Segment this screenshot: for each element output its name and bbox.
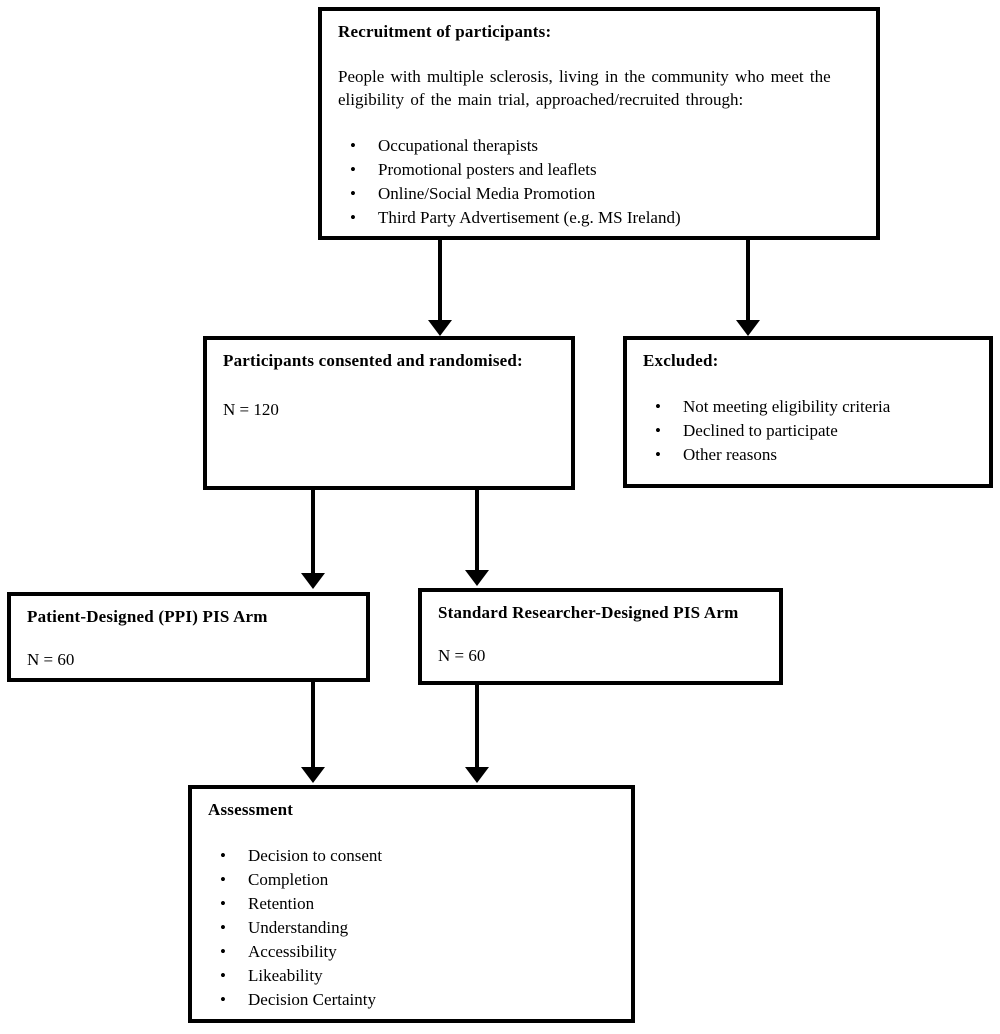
- ppi-arm-title: Patient-Designed (PPI) PIS Arm: [27, 607, 268, 626]
- excluded-title: Excluded:: [643, 351, 719, 370]
- recruitment-title: Recruitment of participants:: [338, 22, 552, 41]
- arrow-recruitment-to-consented: [428, 240, 452, 336]
- consented-box: Participants consented and randomised: N…: [203, 336, 575, 490]
- list-item: Decision to consent: [208, 844, 615, 867]
- list-item: Online/Social Media Promotion: [338, 182, 860, 205]
- arrow-recruitment-to-excluded: [736, 240, 760, 336]
- standard-arm-title: Standard Researcher-Designed PIS Arm: [438, 603, 739, 622]
- list-item: Promotional posters and leaflets: [338, 158, 860, 181]
- recruitment-box: Recruitment of participants: People with…: [318, 7, 880, 240]
- list-item: Other reasons: [643, 443, 973, 466]
- arrow-standard-arm-to-assessment: [465, 685, 489, 783]
- recruitment-description: People with multiple sclerosis, living i…: [338, 66, 831, 109]
- list-item: Completion: [208, 868, 615, 891]
- assessment-title: Assessment: [208, 800, 294, 819]
- arrow-ppi-arm-to-assessment: [301, 682, 325, 783]
- list-item: Likeability: [208, 964, 615, 987]
- ppi-arm-box: Patient-Designed (PPI) PIS Arm N = 60: [7, 592, 370, 682]
- excluded-box: Excluded: Not meeting eligibility criter…: [623, 336, 993, 488]
- list-item: Decision Certainty: [208, 988, 615, 1011]
- list-item: Retention: [208, 892, 615, 915]
- arrow-consented-to-standard-arm: [465, 490, 489, 586]
- arrow-consented-to-ppi-arm: [301, 490, 325, 589]
- list-item: Accessibility: [208, 940, 615, 963]
- assessment-box: Assessment Decision to consent Completio…: [188, 785, 635, 1023]
- list-item: Third Party Advertisement (e.g. MS Irela…: [338, 206, 860, 229]
- list-item: Understanding: [208, 916, 615, 939]
- assessment-bullet-list: Decision to consent Completion Retention…: [208, 844, 615, 1011]
- standard-arm-box: Standard Researcher-Designed PIS Arm N =…: [418, 588, 783, 685]
- list-item: Not meeting eligibility criteria: [643, 395, 973, 418]
- recruitment-bullet-list: Occupational therapists Promotional post…: [338, 134, 860, 229]
- ppi-arm-n-value: N = 60: [27, 649, 75, 669]
- consented-n-value: N = 120: [223, 399, 279, 419]
- list-item: Occupational therapists: [338, 134, 860, 157]
- list-item: Declined to participate: [643, 419, 973, 442]
- consented-title: Participants consented and randomised:: [223, 351, 523, 370]
- excluded-bullet-list: Not meeting eligibility criteria Decline…: [643, 395, 973, 466]
- standard-arm-n-value: N = 60: [438, 645, 486, 665]
